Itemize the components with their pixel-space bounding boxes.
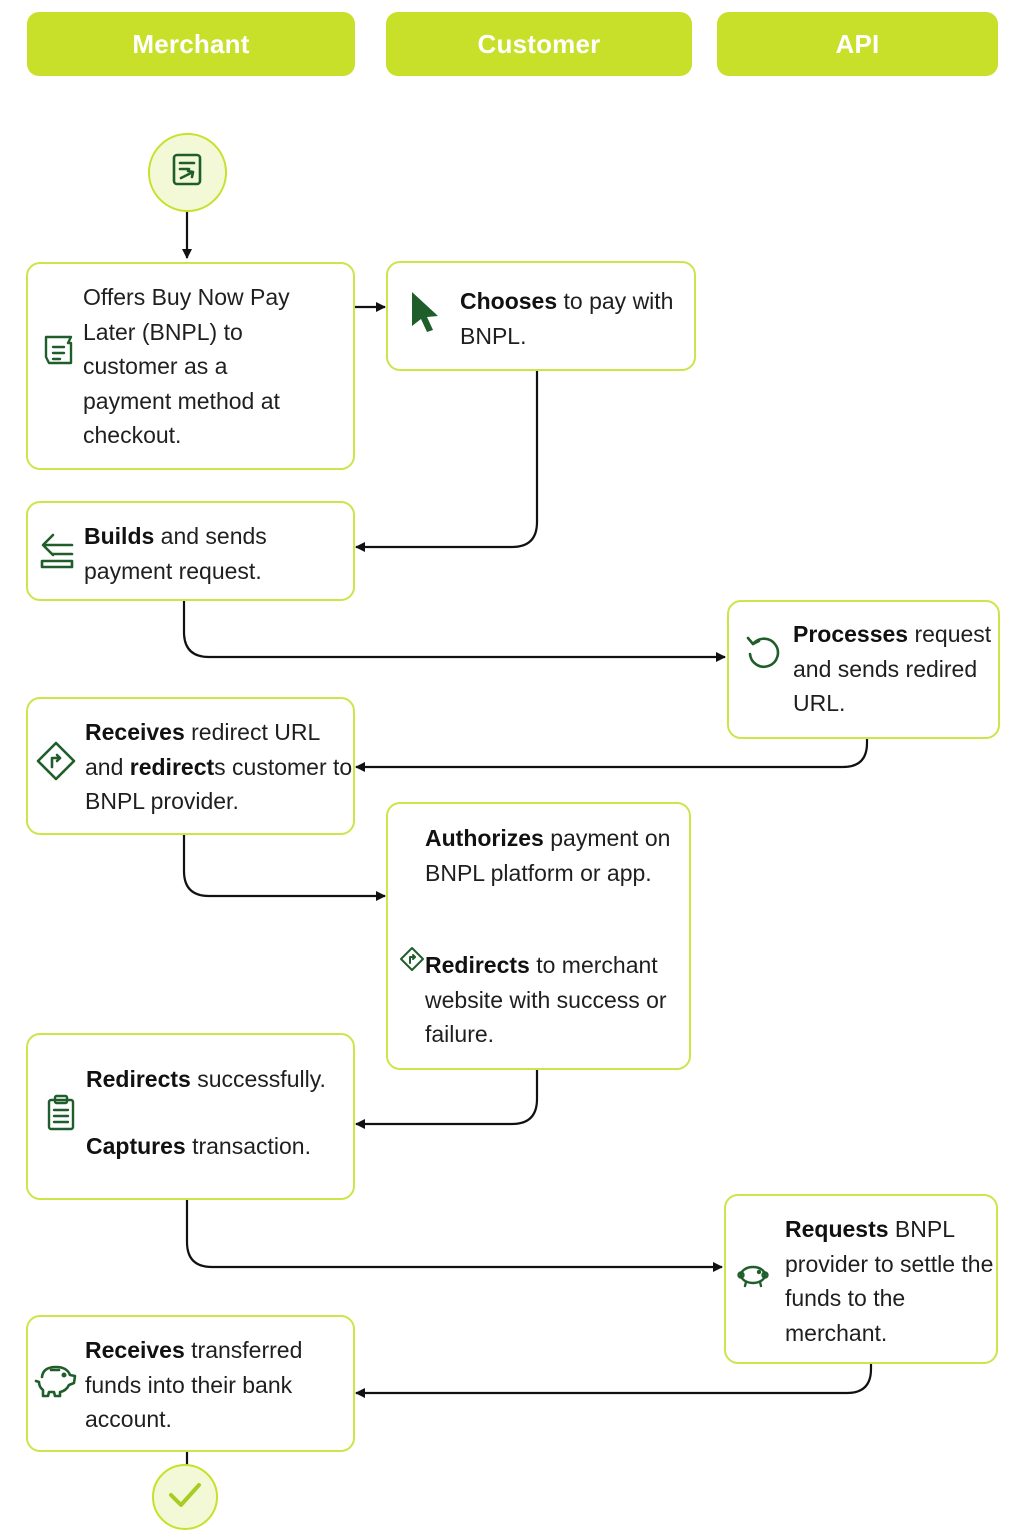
piggy-bank-icon (736, 1260, 770, 1290)
step-authorizes-text: Authorizes payment on BNPL platform or a… (425, 825, 671, 886)
step-captures-text: Captures transaction. (86, 1133, 311, 1159)
step-requests-settlement: Requests BNPL provider to settle the fun… (724, 1194, 998, 1364)
connector-captures-to-requests (185, 1200, 723, 1272)
step-processes-text: Processes request and sends redired URL. (793, 621, 992, 716)
list-doc-icon (42, 333, 76, 367)
document-start-icon (169, 151, 207, 194)
clipboard-icon (46, 1094, 76, 1132)
lane-header-api: API (717, 12, 998, 76)
connector-receives-to-authorizes (182, 835, 386, 901)
check-complete-icon (167, 1480, 203, 1515)
lane-header-merchant: Merchant (27, 12, 355, 76)
cursor-pointer-icon (408, 290, 442, 334)
step-redirects-merchant-text: Redirects to merchant website with succe… (425, 952, 667, 1047)
arrow-left-lines-icon (39, 531, 75, 571)
lane-header-customer: Customer (386, 12, 692, 76)
connector-authorizes-to-redirects (355, 1070, 539, 1129)
connector-chooses-to-builds (355, 371, 539, 552)
step-requests-text: Requests BNPL provider to settle the fun… (785, 1216, 994, 1346)
step-offers-bnpl: Offers Buy Now Pay Later (BNPL) to custo… (26, 262, 355, 470)
step-chooses-text: Chooses to pay with BNPL. (460, 288, 674, 349)
step-offers-text: Offers Buy Now Pay Later (BNPL) to custo… (83, 284, 290, 448)
direction-sign-icon (35, 740, 77, 782)
step-authorizes-payment: Authorizes payment on BNPL platform or a… (386, 802, 691, 1070)
step-processes-request: Processes request and sends redired URL. (727, 600, 1000, 739)
step-chooses-bnpl: Chooses to pay with BNPL. (386, 261, 696, 371)
refresh-icon (744, 634, 784, 674)
direction-sign-icon (399, 946, 425, 972)
connector-builds-to-processes (182, 601, 726, 662)
step-receives-redirect-text: Receives redirect URL and redirects cust… (85, 719, 353, 814)
step-builds-request: Builds and sends payment request. (26, 501, 355, 601)
piggy-bank-icon (34, 1359, 78, 1399)
step-receives-redirect: Receives redirect URL and redirects cust… (26, 697, 355, 835)
step-redirects-success-text: Redirects successfully. (86, 1066, 326, 1092)
start-node (148, 133, 227, 212)
step-receives-funds: Receives transferred funds into their ba… (26, 1315, 355, 1452)
connector-requests-to-receives-funds (355, 1364, 873, 1398)
end-node (152, 1464, 218, 1530)
step-captures-transaction: Redirects successfully. Captures transac… (26, 1033, 355, 1200)
step-receives-funds-text: Receives transferred funds into their ba… (85, 1337, 303, 1432)
connector-processes-to-receives (355, 739, 869, 772)
step-builds-text: Builds and sends payment request. (84, 523, 267, 584)
